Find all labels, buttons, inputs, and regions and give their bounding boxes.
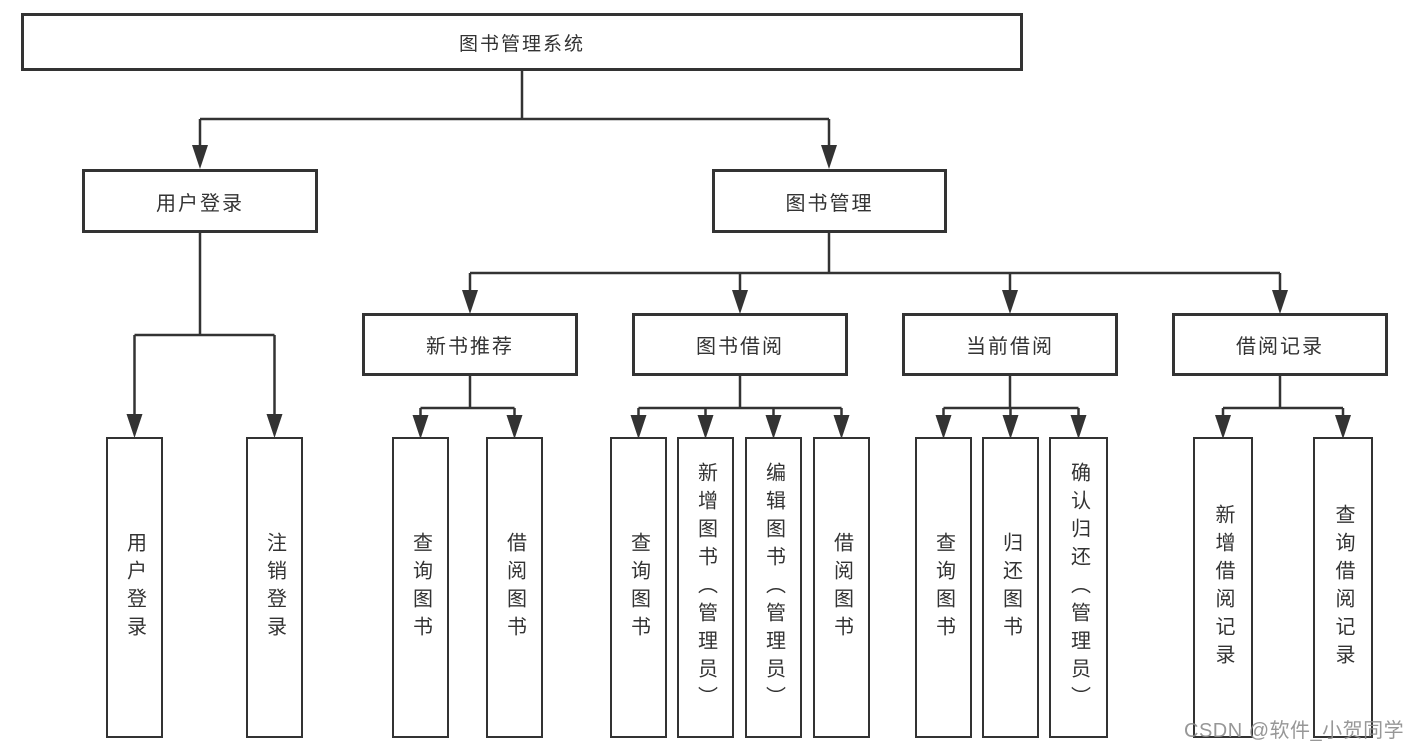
- leaf-label: 查询图书: [627, 531, 650, 644]
- leaf-borrow-add-books-admin: 新增图书（管理员）: [677, 437, 734, 738]
- leaf-label: 新增图书（管理员）: [694, 461, 717, 714]
- node-root: 图书管理系统: [21, 13, 1023, 71]
- node-label: 当前借阅: [966, 336, 1054, 358]
- leaf-borrow-edit-books-admin: 编辑图书（管理员）: [745, 437, 802, 738]
- leaf-label: 借阅图书: [503, 531, 526, 644]
- watermark: CSDN @软件_小贺同学: [1184, 720, 1405, 742]
- leaf-current-confirm-return-admin: 确认归还（管理员）: [1049, 437, 1108, 738]
- node-label: 图书借阅: [696, 336, 784, 358]
- node-borrow-records: 借阅记录: [1172, 313, 1388, 376]
- node-label: 新书推荐: [426, 336, 514, 358]
- leaf-label: 用户登录: [123, 531, 146, 644]
- leaf-records-add-record: 新增借阅记录: [1193, 437, 1253, 738]
- node-label: 图书管理系统: [458, 33, 585, 55]
- leaf-label: 查询借阅记录: [1332, 503, 1354, 672]
- node-current-borrow: 当前借阅: [902, 313, 1118, 376]
- leaf-current-return-books: 归还图书: [982, 437, 1039, 738]
- leaf-current-query-books: 查询图书: [915, 437, 972, 738]
- leaf-label: 查询图书: [932, 531, 955, 644]
- leaf-borrow-borrow-books: 借阅图书: [813, 437, 870, 738]
- node-book-management: 图书管理: [712, 169, 947, 233]
- leaf-logout: 注销登录: [246, 437, 303, 738]
- leaf-label: 编辑图书（管理员）: [762, 461, 785, 714]
- node-new-book-recommend: 新书推荐: [362, 313, 578, 376]
- node-label: 借阅记录: [1236, 336, 1324, 358]
- node-user-login: 用户登录: [82, 169, 318, 233]
- leaf-label: 新增借阅记录: [1212, 503, 1234, 672]
- leaf-borrow-query-books: 查询图书: [610, 437, 667, 738]
- node-label: 用户登录: [156, 192, 244, 215]
- leaf-label: 确认归还（管理员）: [1067, 461, 1090, 714]
- leaf-label: 注销登录: [263, 531, 286, 644]
- leaf-recommend-borrow-books: 借阅图书: [486, 437, 543, 738]
- node-label: 图书管理: [785, 192, 874, 215]
- node-book-borrow: 图书借阅: [632, 313, 848, 376]
- leaf-label: 查询图书: [409, 531, 432, 644]
- leaf-user-login: 用户登录: [106, 437, 163, 738]
- leaf-recommend-query-books: 查询图书: [392, 437, 449, 738]
- leaf-label: 借阅图书: [830, 531, 853, 644]
- leaf-records-query-record: 查询借阅记录: [1313, 437, 1373, 738]
- leaf-label: 归还图书: [999, 531, 1022, 644]
